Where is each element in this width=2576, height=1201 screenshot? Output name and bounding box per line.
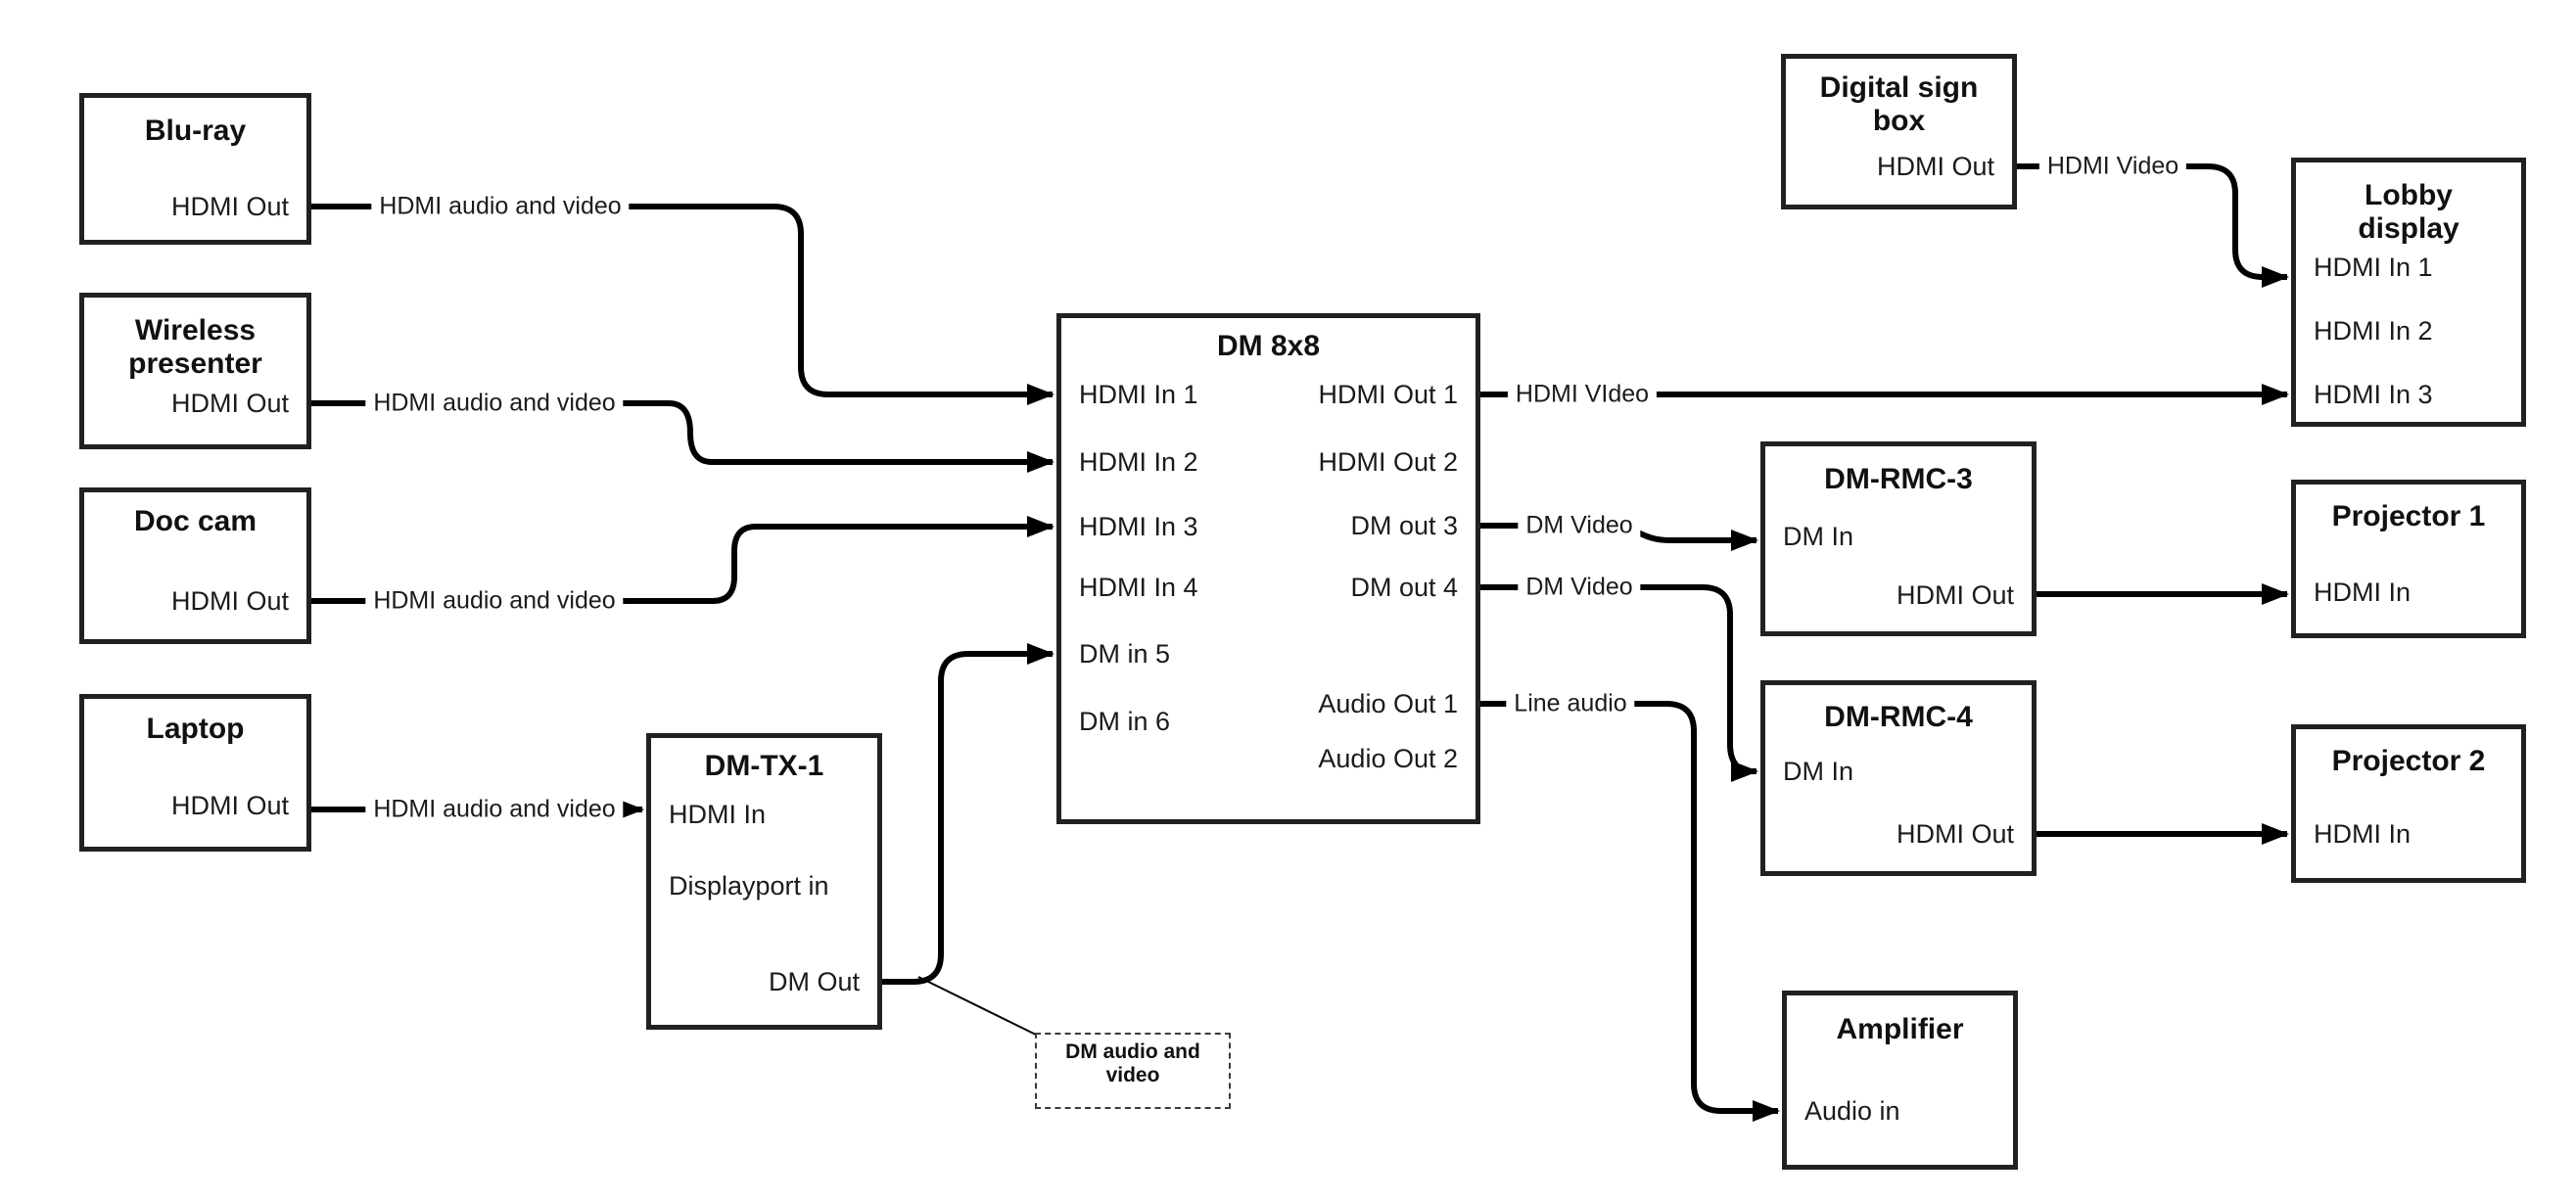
port-blu-ray-hdmi-out: HDMI Out (170, 192, 289, 221)
wire-label-wireless-to-dm8x8-in2: HDMI audio and video (365, 388, 624, 419)
port-lobby-display-hdmi-in-3: HDMI In 3 (2314, 380, 2433, 409)
edge-dm-tx-1-to-dm8x8-in5 (882, 643, 1054, 985)
edge-sign-box-to-lobby-in1 (2017, 163, 2289, 288)
port-dm-8x8-dm-in-5: DM in 5 (1079, 639, 1171, 669)
port-amplifier-audio-in: Audio in (1804, 1096, 1900, 1126)
port-lobby-display-hdmi-in-1: HDMI In 1 (2314, 253, 2433, 282)
port-dm-8x8-audio-out-2: Audio Out 2 (1318, 744, 1458, 773)
port-dm-8x8-hdmi-in-1: HDMI In 1 (1079, 380, 1198, 409)
node-title-line: Blu-ray (144, 115, 247, 147)
port-dm-8x8-dm-in-6: DM in 6 (1079, 707, 1171, 736)
wire-label-dm8x8-audio1-to-amplifier: Line audio (1506, 688, 1635, 719)
node-title-line: DM-RMC-4 (1824, 701, 1973, 733)
port-lobby-display-hdmi-in-2: HDMI In 2 (2314, 316, 2433, 346)
node-title-line: Laptop (146, 713, 245, 745)
node-projector-1: Projector 1 HDMI In (2291, 480, 2526, 638)
port-dm-8x8-hdmi-in-4: HDMI In 4 (1079, 573, 1198, 602)
port-dm-tx-1-dm-out: DM Out (768, 967, 860, 996)
port-dm-8x8-dm-out-3: DM out 3 (1350, 511, 1458, 540)
wire-label-dm8x8-out3-to-dm-rmc-3: DM Video (1518, 510, 1641, 541)
node-title: DM-RMC-4 (1765, 701, 2032, 734)
edge-blu-ray-to-dm8x8-in1 (311, 204, 1054, 405)
port-dm-8x8-hdmi-in-2: HDMI In 2 (1079, 447, 1198, 477)
port-dm-tx-1-displayport-in: Displayport in (669, 871, 829, 901)
node-title-line: video (1105, 1064, 1160, 1086)
edge-wireless-to-dm8x8-in2 (311, 400, 1054, 473)
node-dm-rmc-4: DM-RMC-4 DM In HDMI Out (1760, 680, 2037, 876)
wire-label-dm8x8-out4-to-dm-rmc-4: DM Video (1518, 572, 1641, 603)
edge-dm8x8-out4-to-dm-rmc-4 (1480, 584, 1758, 782)
node-title-line: DM audio and (1065, 1040, 1200, 1063)
wire-label-sign-box-to-lobby-in1: HDMI Video (2038, 151, 2187, 182)
node-title: Projector 1 (2296, 500, 2521, 533)
edge-callout-pointer-line (917, 976, 1039, 1037)
node-title-line: Lobby (2365, 179, 2453, 211)
port-dm-rmc-4-dm-in: DM In (1783, 757, 1854, 786)
edge-dm8x8-audio1-to-amplifier (1480, 701, 1780, 1122)
port-dm-rmc-3-dm-in: DM In (1783, 522, 1854, 551)
port-projector-2-hdmi-in: HDMI In (2314, 819, 2412, 849)
node-title: Projector 2 (2296, 745, 2521, 778)
port-dm-rmc-4-hdmi-out: HDMI Out (1896, 819, 2014, 849)
port-dm-8x8-audio-out-1: Audio Out 1 (1318, 689, 1458, 718)
node-title: DM-RMC-3 (1765, 463, 2032, 496)
node-title-line: display (2358, 212, 2459, 245)
node-title: Laptop (84, 713, 306, 746)
node-title-line: Wireless (134, 314, 257, 346)
node-title-line: DM-TX-1 (704, 750, 824, 782)
node-title-line: Digital sign (1819, 71, 1979, 104)
node-title-line: Projector 2 (2331, 745, 2486, 777)
wire-label-dm8x8-out1-to-lobby-in3: HDMI VIdeo (1507, 379, 1658, 410)
port-laptop-hdmi-out: HDMI Out (170, 791, 289, 820)
port-dm-rmc-3-hdmi-out: HDMI Out (1896, 580, 2014, 610)
node-dm-rmc-3: DM-RMC-3 DM In HDMI Out (1760, 441, 2037, 636)
port-digital-sign-box-hdmi-out: HDMI Out (1876, 152, 1994, 181)
port-dm-8x8-hdmi-in-3: HDMI In 3 (1079, 512, 1198, 541)
node-title-line: Doc cam (133, 505, 258, 537)
node-title: DM 8x8 (1061, 330, 1475, 363)
node-title-line: DM-RMC-3 (1824, 463, 1973, 495)
node-title: Blu-ray (84, 115, 306, 148)
edge-doc-cam-to-dm8x8-in3 (311, 516, 1054, 604)
node-title-line: Projector 1 (2331, 500, 2486, 532)
node-title-line: Amplifier (1836, 1013, 1964, 1045)
port-wireless-presenter-hdmi-out: HDMI Out (170, 389, 289, 418)
port-projector-1-hdmi-in: HDMI In (2314, 577, 2412, 607)
node-title-line: DM 8x8 (1216, 330, 1321, 362)
port-dm-8x8-hdmi-out-2: HDMI Out 2 (1318, 447, 1458, 477)
node-projector-2: Projector 2 HDMI In (2291, 724, 2526, 883)
wire-label-doc-cam-to-dm8x8-in3: HDMI audio and video (365, 585, 624, 617)
node-title: DM-TX-1 (651, 750, 877, 783)
port-dm-8x8-hdmi-out-1: HDMI Out 1 (1318, 380, 1458, 409)
node-title-line: presenter (128, 347, 262, 380)
port-dm-tx-1-hdmi-in: HDMI In (669, 800, 767, 829)
node-title: Doc cam (84, 505, 306, 538)
node-title: Amplifier (1787, 1013, 2013, 1046)
wire-label-blu-ray-to-dm8x8-in1: HDMI audio and video (371, 191, 630, 222)
port-doc-cam-hdmi-out: HDMI Out (170, 586, 289, 616)
node-title-line: box (1872, 105, 1926, 137)
wire-label-laptop-to-dm-tx-1: HDMI audio and video (365, 794, 624, 825)
port-dm-8x8-dm-out-4: DM out 4 (1350, 573, 1458, 602)
